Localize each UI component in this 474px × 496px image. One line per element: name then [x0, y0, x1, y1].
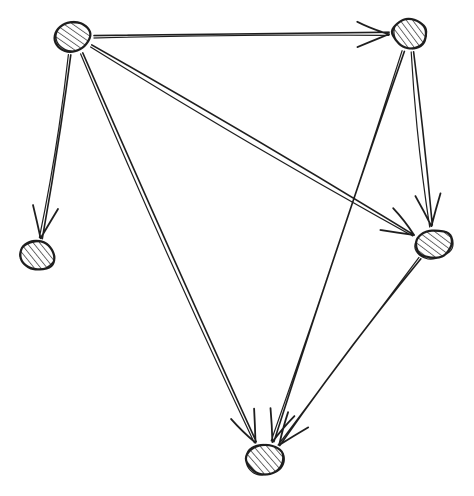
node-outline-sketch [245, 443, 285, 476]
node-n2 [390, 17, 428, 50]
arrowhead-barb [392, 207, 415, 236]
edge-n1-to-n4 [90, 44, 415, 237]
arrowhead-barb [269, 407, 274, 443]
edge-shaft [82, 52, 257, 443]
node-outline-sketch [19, 241, 56, 271]
edge-shaft [91, 44, 415, 236]
node-n5 [244, 443, 285, 476]
edge-n2-to-n4 [410, 51, 442, 228]
edge-n1-to-n2 [93, 20, 390, 48]
arrowhead-barb [430, 192, 442, 227]
node-hatch-fill [20, 240, 55, 270]
node-hatch-fill [54, 21, 91, 52]
arrowhead-barb [32, 204, 42, 240]
arrowhead-barb [414, 195, 433, 227]
arrowhead-barb [278, 411, 289, 446]
edge-shaft [412, 51, 434, 226]
node-hatch-fill [245, 444, 284, 475]
arrowhead-barb [253, 407, 257, 444]
node-hatch-fill [416, 230, 452, 258]
edge-shaft [270, 50, 403, 442]
edge-shaft [38, 54, 69, 239]
edge-shaft [93, 34, 390, 39]
arrowhead-barb [39, 208, 59, 240]
arrowhead-barb [379, 229, 415, 236]
arrowhead-barb [230, 418, 257, 444]
edge-n2-to-n5 [269, 50, 406, 443]
edges-layer [32, 20, 442, 447]
node-n1 [53, 20, 92, 53]
node-outline-sketch [414, 229, 454, 260]
node-outline-sketch [393, 18, 428, 50]
nodes-layer [19, 17, 454, 476]
edge-shaft [93, 31, 390, 37]
arrowhead-barb [278, 426, 310, 446]
edge-shaft [410, 51, 431, 228]
edge-n1-to-n5 [80, 52, 257, 444]
edge-shaft [80, 53, 255, 444]
arrowhead-barb [356, 33, 390, 48]
edge-n4-to-n5 [277, 256, 422, 447]
edge-shaft [41, 54, 72, 240]
edge-n1-to-n3 [32, 54, 72, 240]
node-hatch-fill [392, 18, 426, 49]
node-n3 [19, 239, 56, 271]
edge-shaft [90, 46, 414, 237]
node-outline-sketch [55, 22, 91, 52]
arrowhead-barb [356, 20, 390, 36]
node-n4 [414, 229, 454, 260]
edge-shaft [277, 256, 420, 446]
